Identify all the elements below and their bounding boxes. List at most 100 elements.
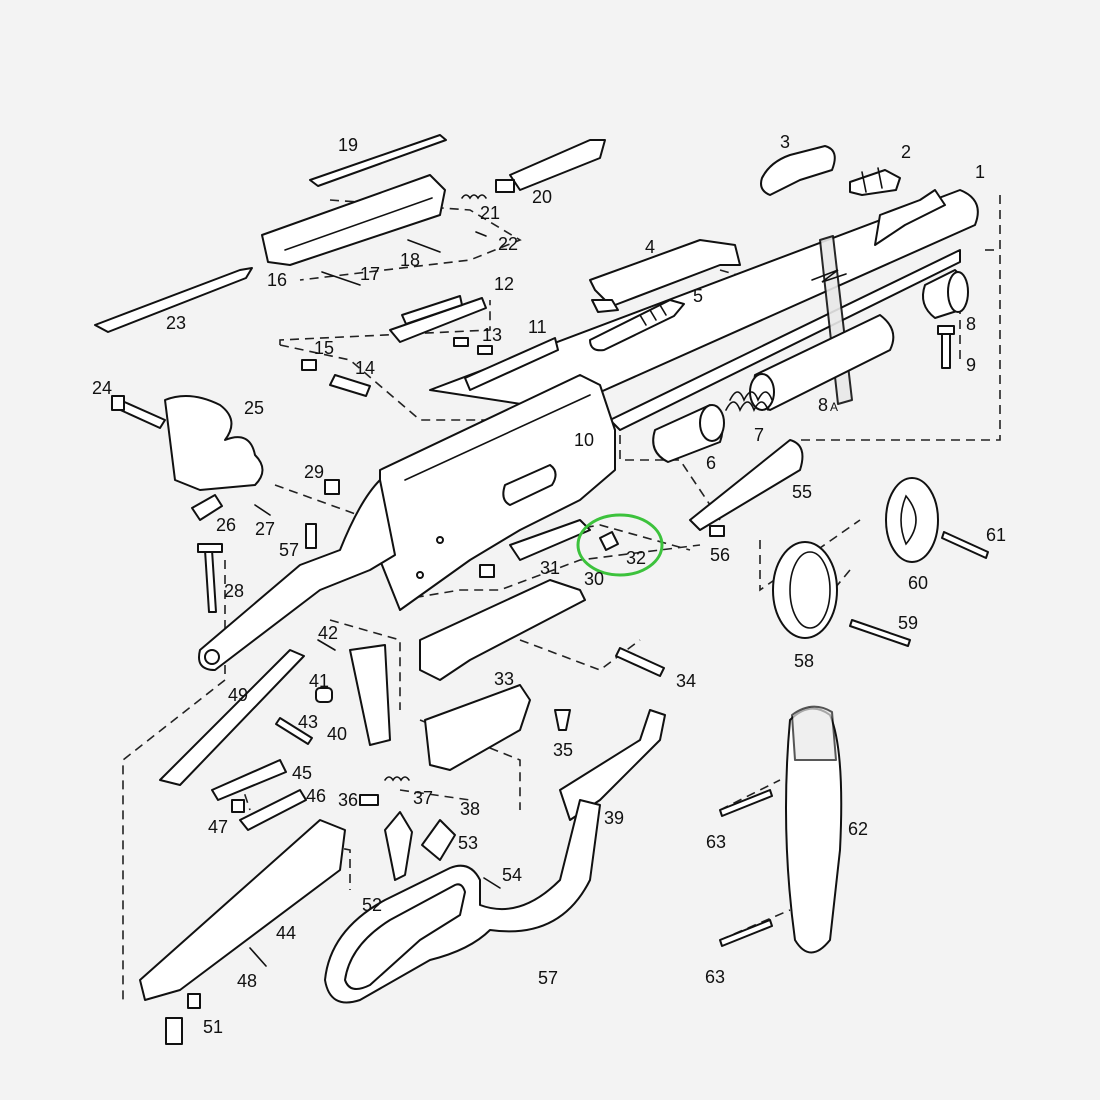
label-11: 11 (528, 317, 547, 337)
label-13: 13 (482, 325, 502, 345)
label-36: 36 (338, 790, 358, 810)
part-31-spring (509, 519, 591, 561)
label-52: 52 (362, 895, 382, 915)
part-34-pin (615, 647, 665, 677)
label-27: 27 (255, 519, 275, 539)
part-22-pin (475, 231, 487, 237)
part-45 (211, 759, 287, 801)
label-14: 14 (355, 358, 375, 378)
part-17-pin (321, 271, 361, 286)
label-53: 53 (458, 833, 478, 853)
label-3: 3 (780, 132, 790, 152)
part-29-screw (324, 479, 340, 495)
part-27-pin (254, 504, 271, 516)
label-48: 48 (237, 971, 257, 991)
part-58-buttplate-ring (772, 541, 838, 639)
label-6: 6 (706, 453, 716, 473)
label-35: 35 (553, 740, 573, 760)
part-11-bar (464, 337, 559, 391)
part-15-screw (301, 359, 317, 371)
label-38: 38 (460, 799, 480, 819)
label-4: 4 (645, 237, 655, 257)
label-60: 60 (908, 573, 928, 593)
label-43: 43 (298, 712, 318, 732)
part-2-front-sight (849, 167, 901, 196)
part-21-spring (461, 194, 487, 200)
part-57-lever (324, 799, 601, 1004)
part-56-screw (709, 525, 725, 537)
label-10: 10 (574, 430, 594, 450)
part-44-lower-tang (139, 819, 346, 1001)
part-14-pin (329, 374, 371, 397)
part-42-pin (317, 639, 336, 651)
label-30: 30 (584, 569, 604, 589)
part-18-pin (407, 239, 441, 253)
label-62: 62 (848, 819, 868, 839)
part-60-ring (885, 477, 939, 563)
label-23: 23 (166, 313, 186, 333)
label-47: 47 (208, 817, 228, 837)
label-41: 41 (309, 671, 329, 691)
part-9-screw (937, 325, 955, 369)
label-58: 58 (794, 651, 814, 671)
part-48-pin (249, 947, 267, 967)
part-labels: 1 2 3 4 5 6 7 8 8 A 9 10 11 12 13 14 15 … (92, 132, 1006, 1037)
label-51: 51 (203, 1017, 223, 1037)
label-57-lever: 57 (538, 968, 558, 988)
label-1: 1 (975, 162, 985, 182)
part-25-hammer (164, 395, 264, 491)
part-53 (421, 819, 456, 861)
part-41 (315, 687, 333, 703)
part-23-extractor (94, 267, 253, 333)
label-5: 5 (693, 286, 703, 306)
label-37: 37 (413, 788, 433, 808)
label-33: 33 (494, 669, 514, 689)
part-62-buttplate (785, 705, 843, 954)
label-42: 42 (318, 623, 338, 643)
part-52 (384, 811, 413, 881)
part-30-screw (479, 564, 495, 578)
label-21: 21 (480, 203, 500, 223)
part-19 (309, 134, 447, 187)
label-32: 32 (626, 548, 646, 568)
part-57a-spring (305, 523, 317, 549)
label-44: 44 (276, 923, 296, 943)
label-54: 54 (502, 865, 522, 885)
part-35-screw (554, 709, 571, 731)
label-57-spring: 57 (279, 540, 299, 560)
part-49-spring (159, 649, 305, 786)
part-61-screw (941, 531, 989, 559)
part-51-screws (165, 993, 201, 1045)
label-34: 34 (676, 671, 696, 691)
label-55: 55 (792, 482, 812, 502)
label-18: 18 (400, 250, 420, 270)
part-36 (359, 794, 379, 806)
label-61: 61 (986, 525, 1006, 545)
lower-tang (198, 479, 396, 671)
highlight-circle (576, 513, 664, 577)
part-47-screw (231, 799, 245, 813)
part-43-screw (275, 717, 313, 745)
label-63b: 63 (705, 967, 725, 987)
part-46 (239, 789, 307, 831)
part-55-bracket (689, 439, 804, 531)
part-37-spring (384, 776, 410, 782)
part-4-rear-sight (589, 239, 741, 313)
part-6-follower (652, 404, 725, 463)
label-63a: 63 (706, 832, 726, 852)
part-7-magazine-spring (725, 391, 773, 412)
part-39-locking-bolt (559, 709, 666, 821)
part-63-screws (719, 789, 773, 947)
label-7: 7 (754, 425, 764, 445)
label-40: 40 (327, 724, 347, 744)
label-8: 8 (966, 314, 976, 334)
label-15: 15 (314, 338, 334, 358)
part-32-screw (599, 531, 619, 551)
label-2: 2 (901, 142, 911, 162)
part-20-firing-pin (495, 139, 606, 193)
label-39: 39 (604, 808, 624, 828)
label-19: 19 (338, 135, 358, 155)
part-40-lever (349, 644, 391, 746)
